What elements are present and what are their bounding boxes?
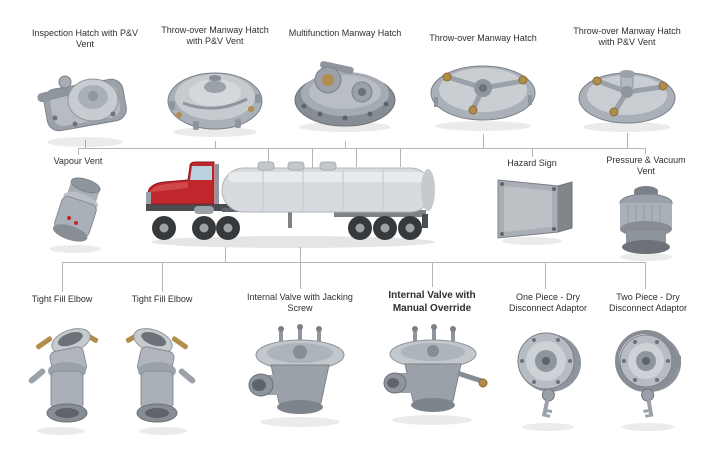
component-label: Throw-over Manway Hatch with P&V Vent (161, 25, 269, 47)
connector-line (432, 262, 433, 287)
component-tight-fill-elbow-2: Tight Fill Elbow (122, 294, 202, 437)
component-label: Tight Fill Elbow (131, 294, 193, 304)
component-inspection-hatch-pv-vent: Inspection Hatch with P&V Vent (25, 28, 145, 149)
pressure-vacuum-vent-image (619, 185, 673, 261)
connector-line (300, 247, 301, 262)
internal-valve-jacking-screw-image (248, 323, 345, 427)
component-one-piece-dry-disconnect: One Piece - Dry Disconnect Adaptor (502, 292, 594, 433)
component-label: Throw-over Manway Hatch (429, 33, 537, 43)
tight-fill-elbow-image (28, 328, 99, 436)
connector-line (300, 262, 301, 289)
connector-line (225, 247, 226, 262)
component-label: One Piece - Dry Disconnect Adaptor (508, 292, 588, 314)
component-throwover-manway: Throw-over Manway Hatch (420, 33, 546, 133)
vapour-vent-image (49, 177, 101, 254)
component-pressure-vacuum-vent: Pressure & Vacuum Vent (602, 155, 690, 263)
one-piece-dry-disconnect-image (517, 332, 581, 431)
component-label: Internal Valve with Jacking Screw (247, 292, 353, 314)
two-piece-dry-disconnect-image (615, 329, 681, 431)
connector-line (345, 141, 346, 148)
connector-line (312, 148, 313, 168)
multifunction-manway-image (294, 61, 396, 133)
connector-line (645, 148, 646, 154)
connector-line (85, 140, 86, 148)
connector-line (268, 148, 269, 170)
component-label: Inspection Hatch with P&V Vent (31, 28, 139, 50)
tanker-truck-image (146, 161, 435, 248)
connector-line (532, 148, 533, 157)
connector-line-bottom-bus (62, 262, 645, 263)
component-hazard-sign: Hazard Sign (488, 158, 576, 246)
connector-line (62, 262, 63, 292)
hazard-sign-image (497, 179, 573, 246)
connector-line (545, 262, 546, 289)
component-label: Throw-over Manway Hatch with P&V Vent (573, 26, 681, 48)
internal-valve-manual-override-image (383, 324, 488, 425)
connector-line (356, 148, 357, 167)
component-throwover-manway-pv-vent-right: Throw-over Manway Hatch with P&V Vent (568, 26, 686, 134)
inspection-hatch-image (37, 75, 127, 147)
tanker-truck (138, 152, 438, 252)
component-label: Vapour Vent (53, 156, 103, 166)
connector-line (400, 148, 401, 167)
component-vapour-vent: Vapour Vent (35, 156, 121, 254)
component-label: Pressure & Vacuum Vent (606, 155, 686, 177)
component-label: Two Piece - Dry Disconnect Adaptor (608, 292, 688, 314)
throwover-manway-pv-image (167, 72, 262, 137)
throwover-manway-pv-image-2 (578, 69, 676, 132)
component-two-piece-dry-disconnect: Two Piece - Dry Disconnect Adaptor (602, 292, 694, 433)
component-label: Multifunction Manway Hatch (288, 28, 402, 38)
component-throwover-manway-pv-vent-left: Throw-over Manway Hatch with P&V Vent (155, 25, 275, 139)
component-label: Tight Fill Elbow (31, 294, 93, 304)
connector-line (645, 262, 646, 289)
component-label: Internal Valve with Manual Override (388, 290, 476, 314)
throwover-manway-image (430, 65, 535, 132)
component-label: Hazard Sign (507, 158, 557, 168)
component-multifunction-manway: Multifunction Manway Hatch (283, 28, 407, 134)
tight-fill-elbow-image (125, 328, 196, 436)
connector-line (483, 134, 484, 148)
component-tight-fill-elbow-1: Tight Fill Elbow (22, 294, 102, 437)
connector-line (627, 133, 628, 148)
component-internal-valve-manual-override: Internal Valve with Manual Override (370, 290, 494, 426)
connector-line (215, 141, 216, 148)
connector-line (162, 262, 163, 292)
connector-line (78, 148, 79, 155)
connector-line-top-bus (78, 148, 645, 149)
component-internal-valve-jacking-screw: Internal Valve with Jacking Screw (238, 292, 362, 428)
